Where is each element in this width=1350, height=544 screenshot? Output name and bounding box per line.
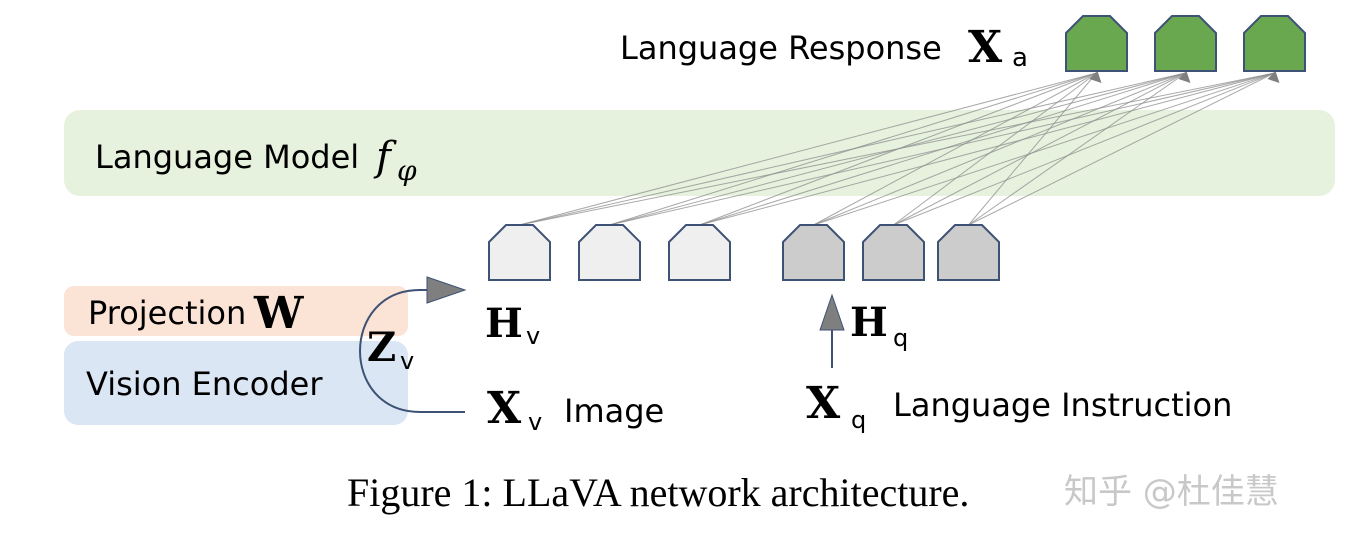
x-v-subscript: v (528, 408, 542, 436)
instruction-token (782, 224, 845, 281)
instruction-token (862, 224, 925, 281)
image-label: Image (564, 392, 664, 430)
connection-line (813, 72, 1097, 226)
figure-caption: Figure 1: LLaVA network architecture. (347, 470, 969, 515)
x-q-symbol: X (806, 378, 841, 429)
connection-line (699, 72, 1275, 226)
connection-line (968, 72, 1097, 226)
connection-arrowhead-icon (1178, 71, 1191, 83)
visual-token (578, 224, 641, 281)
instruction-arrowhead-icon (819, 293, 845, 331)
language-response-symbol: X (968, 22, 1003, 73)
connection-line (813, 72, 1186, 226)
language-instruction-label: Language Instruction (893, 386, 1232, 424)
vision-encoder-label: Vision Encoder (86, 365, 323, 403)
language-response-label: Language Response (620, 29, 942, 67)
instruction-token (937, 224, 1000, 281)
h-q-subscript: q (893, 324, 908, 352)
x-q-subscript: q (851, 406, 866, 434)
connection-arrowhead-icon (1089, 71, 1102, 83)
h-v-symbol: H (485, 300, 523, 347)
h-v-subscript: v (526, 322, 540, 350)
response-token (1154, 15, 1217, 72)
visual-token (488, 224, 551, 281)
connection-line (699, 72, 1097, 226)
connection-arrowhead-icon (1267, 71, 1280, 83)
watermark: 知乎 @杜佳慧 (1064, 472, 1279, 512)
language-model-label: Language Model (95, 138, 359, 176)
response-token (1065, 15, 1128, 72)
response-token (1243, 15, 1306, 72)
projection-symbol: W (253, 288, 304, 339)
attention-connections (519, 71, 1280, 226)
connection-line (893, 72, 1186, 226)
vision-to-projection-curve (359, 289, 465, 413)
language-response-tokens (1065, 15, 1306, 72)
connection-line (968, 72, 1186, 226)
z-v-symbol: Z (367, 324, 396, 371)
projection-label: Projection (88, 294, 246, 332)
x-v-symbol: X (487, 383, 522, 434)
z-v-subscript: v (400, 347, 414, 375)
connection-line (968, 72, 1275, 226)
h-q-symbol: H (850, 299, 888, 346)
connection-line (519, 72, 1097, 226)
visual-token (668, 224, 731, 281)
connection-line (893, 72, 1097, 226)
connection-line (813, 72, 1275, 226)
projection-arrowhead-icon (426, 276, 467, 304)
connection-line (699, 72, 1186, 226)
language-model-subscript: φ (397, 154, 417, 187)
connection-line (609, 72, 1097, 226)
connection-line (893, 72, 1275, 226)
projection-block (64, 286, 408, 336)
input-tokens (488, 224, 1000, 281)
language-response-subscript: a (1012, 43, 1028, 73)
vision-encoder-block (64, 341, 408, 425)
